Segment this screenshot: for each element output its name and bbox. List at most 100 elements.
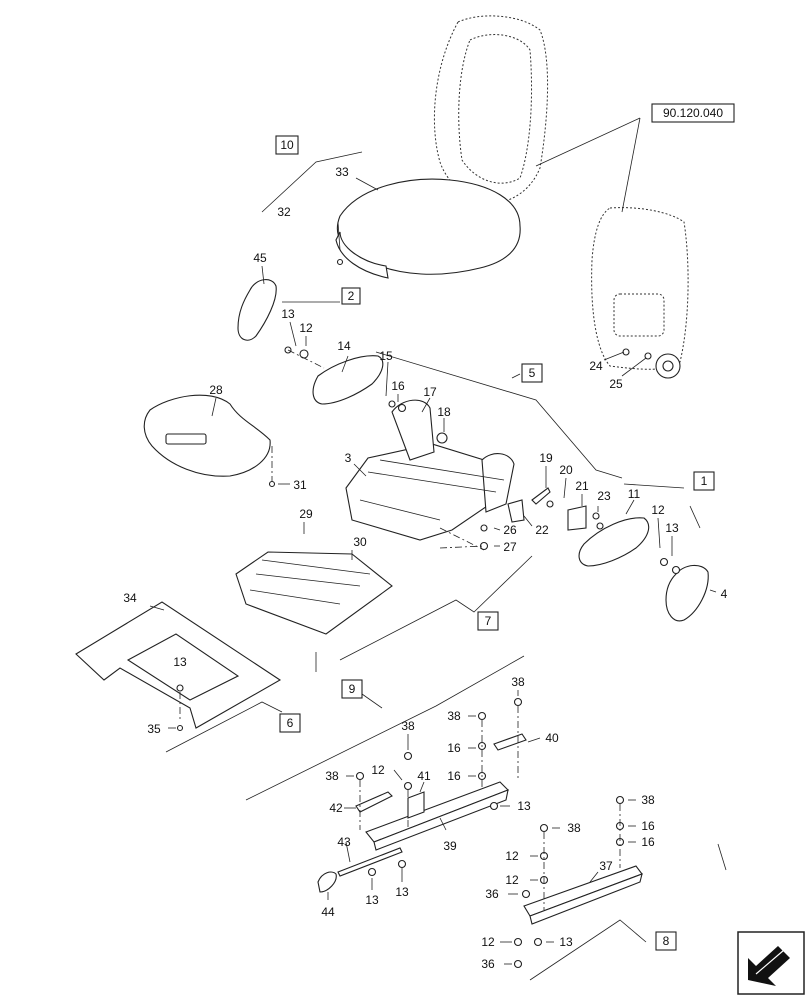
backrest-frame: [591, 207, 689, 379]
rod-43: [337, 847, 403, 877]
part-label: 12: [299, 321, 313, 335]
group-box-1: 1: [693, 471, 715, 491]
handle-42: [355, 791, 393, 813]
part-label: 27: [503, 540, 517, 554]
part-label: 41: [417, 769, 431, 783]
knob-44: [317, 871, 337, 893]
leader-lines: [149, 117, 727, 981]
part-label: 31: [293, 478, 307, 492]
part-label: 32: [277, 205, 291, 219]
lower-trim-panel: [143, 394, 271, 477]
plate-21: [567, 505, 587, 531]
part-label: 37: [599, 859, 613, 873]
part-label: 13: [665, 521, 679, 535]
group-label-9: 9: [349, 682, 356, 696]
part-label: 43: [337, 835, 351, 849]
part-label: 11: [628, 487, 641, 501]
part-label: 13: [173, 655, 187, 669]
reference-box: 90.120.040: [651, 103, 735, 123]
part-label: 36: [481, 957, 495, 971]
seat-cushion: [335, 178, 521, 279]
group-box-2: 2: [341, 287, 361, 305]
part-label: 16: [447, 741, 461, 755]
part-labels: 33 32 45 13 12 14 15 16 17 18 28 3 31 29…: [123, 165, 727, 971]
slide-rail-37: [523, 865, 643, 925]
part-label: 29: [299, 507, 313, 521]
part-label: 15: [379, 349, 393, 363]
group-label-2: 2: [348, 289, 355, 303]
group-box-6: 6: [279, 713, 301, 733]
suspension-base: [235, 551, 393, 635]
armrest-right: [578, 517, 650, 567]
part-label: 12: [371, 763, 385, 777]
part-label: 3: [345, 451, 352, 465]
part-label: 25: [609, 377, 623, 391]
seat-frame: [345, 399, 515, 541]
part-label: 38: [511, 675, 525, 689]
bracket-22: [507, 499, 525, 523]
part-label: 13: [517, 799, 531, 813]
group-box-7: 7: [477, 611, 499, 631]
part-label: 16: [447, 769, 461, 783]
part-label: 13: [395, 885, 409, 899]
hardware-parts: [176, 258, 681, 969]
part-label: 4: [721, 587, 728, 601]
group-box-10: 10: [275, 135, 299, 155]
part-label: 17: [423, 385, 437, 399]
group-label-1: 1: [701, 474, 708, 488]
part-label: 28: [209, 383, 223, 397]
part-label: 16: [641, 819, 655, 833]
previous-page-arrow-icon[interactable]: [737, 931, 805, 995]
part-label: 20: [559, 463, 573, 477]
part-label: 45: [253, 251, 267, 265]
part-label: 12: [651, 503, 665, 517]
part-label: 13: [281, 307, 295, 321]
backrest-cushion: [433, 15, 549, 205]
part-label: 42: [329, 801, 343, 815]
part-label: 36: [485, 887, 499, 901]
part-label: 40: [545, 731, 559, 745]
part-label: 23: [597, 489, 611, 503]
part-label: 38: [325, 769, 339, 783]
part-label: 24: [589, 359, 603, 373]
part-label: 12: [505, 873, 519, 887]
part-label: 14: [337, 339, 351, 353]
part-label: 16: [391, 379, 405, 393]
group-label-5: 5: [529, 366, 536, 380]
group-box-5: 5: [521, 363, 543, 383]
group-box-8: 8: [655, 931, 677, 951]
part-label: 38: [641, 793, 655, 807]
part-label: 13: [559, 935, 573, 949]
part-label: 12: [505, 849, 519, 863]
armrest-left: [312, 355, 384, 405]
part-label: 16: [641, 835, 655, 849]
part-label: 38: [447, 709, 461, 723]
armrest-cover-right: [665, 564, 709, 622]
part-label: 38: [401, 719, 415, 733]
group-label-10: 10: [280, 138, 294, 152]
part-label: 19: [539, 451, 553, 465]
part-label: 22: [535, 523, 549, 537]
part-label: 33: [335, 165, 349, 179]
reference-box-label: 90.120.040: [663, 106, 723, 120]
group-label-7: 7: [485, 614, 492, 628]
group-label-6: 6: [287, 716, 294, 730]
part-label: 44: [321, 905, 335, 919]
part-label: 39: [443, 839, 457, 853]
part-label: 26: [503, 523, 517, 537]
group-box-9: 9: [341, 679, 363, 699]
mounting-plate: [75, 601, 282, 729]
part-label: 38: [567, 821, 581, 835]
part-label: 21: [575, 479, 589, 493]
part-label: 18: [437, 405, 451, 419]
part-label: 12: [481, 935, 495, 949]
part-label: 30: [353, 535, 367, 549]
group-label-8: 8: [663, 934, 670, 948]
part-label: 13: [365, 893, 379, 907]
part-label: 35: [147, 722, 161, 736]
part-label: 34: [123, 591, 137, 605]
armrest-cover-left: [237, 279, 277, 341]
lever-19: [531, 487, 551, 505]
bracket-40: [493, 733, 527, 751]
